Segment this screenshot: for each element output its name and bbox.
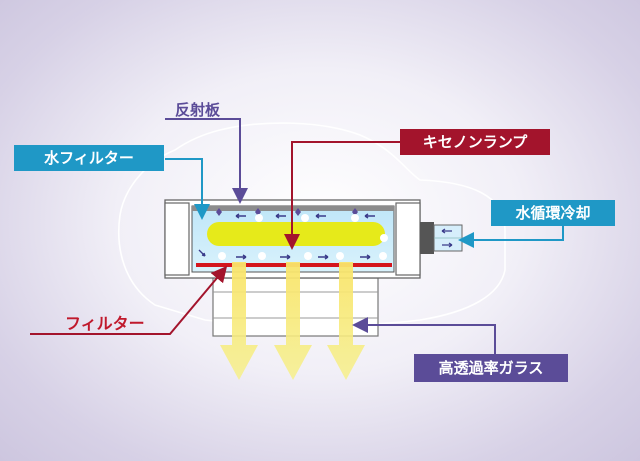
left-cap: [164, 202, 190, 276]
reflector-label: 反射板: [175, 101, 221, 119]
flow-arrows-top: [235, 213, 375, 219]
right-cap: [395, 202, 421, 276]
light-beams: [220, 262, 365, 380]
xenon-lamp-leader: [284, 141, 402, 250]
xenon-lamp: [207, 222, 385, 246]
reflection-diamonds: [216, 208, 358, 216]
xenon-lamp-label: キセノンランプ: [400, 129, 550, 155]
filter-label: フィルター: [65, 314, 145, 333]
bubbles: [218, 214, 388, 260]
water-cooling-leader: [458, 226, 564, 248]
water-cooling-label: 水循環冷却: [491, 200, 615, 226]
water-filter-leader: [165, 158, 210, 220]
reflector-leader: [165, 118, 248, 204]
water-filter-label: 水フィルター: [14, 145, 164, 171]
flow-arrows-bottom: [198, 249, 371, 260]
glass-label: 高透過率ガラス: [414, 354, 568, 382]
coolant-connector: [420, 222, 434, 254]
housing-outline: [117, 122, 506, 326]
coolant-arrows: [441, 228, 453, 248]
filter-leader: [30, 265, 228, 335]
